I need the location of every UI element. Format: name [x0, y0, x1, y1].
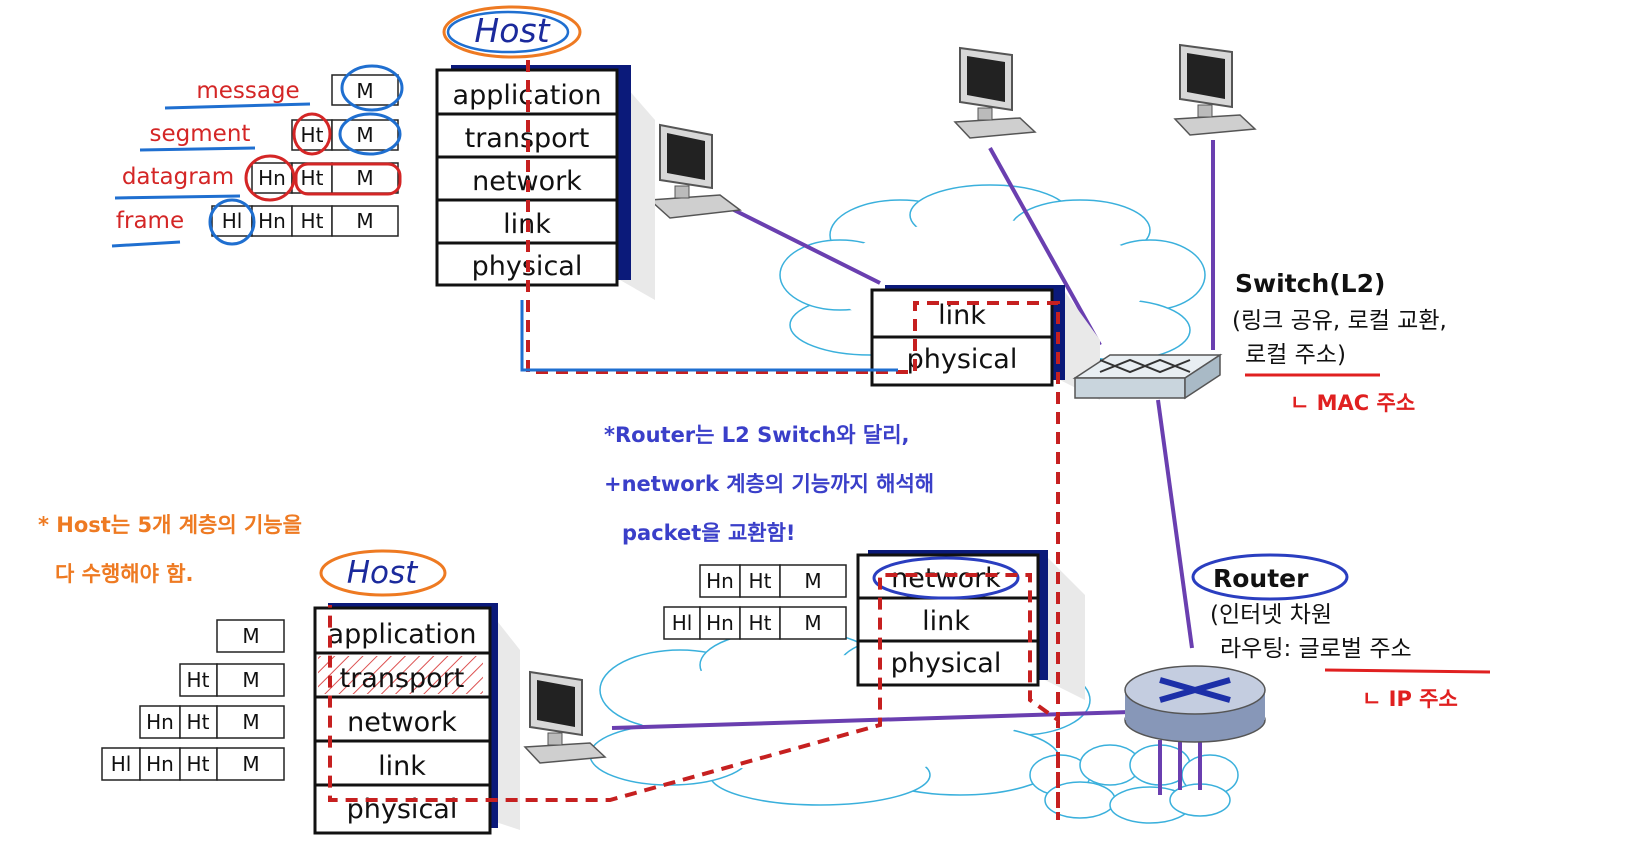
svg-text:M: M [242, 752, 259, 776]
computer-icon-top-right [1173, 43, 1257, 136]
svg-text:Ht: Ht [187, 668, 210, 692]
svg-text:Ht: Ht [301, 123, 324, 147]
blue-annotation-path [520, 300, 898, 372]
bottom-host-title-text: Host [347, 555, 419, 591]
bottom-host-title: Host [319, 549, 447, 597]
switch-layer-link: link [938, 300, 986, 331]
bottom-host-layer-transport: transport [340, 663, 465, 694]
svg-text:M: M [804, 569, 821, 593]
cloud-router-bottom [1029, 744, 1239, 824]
host-note-line2: 다 수행해야 함. [55, 562, 194, 586]
svg-text:M: M [356, 166, 373, 190]
top-host-title-text: Host [474, 11, 550, 50]
router-desc-line1: (인터넷 차원 [1210, 602, 1332, 628]
switch-desc-line2: 로컬 주소) [1245, 342, 1346, 368]
router-stack: network link physical [856, 550, 1085, 700]
computer-icon-top-left [648, 123, 742, 219]
svg-text:M: M [804, 611, 821, 635]
svg-text:Hn: Hn [146, 710, 174, 734]
bottom-host-layer-network: network [347, 707, 457, 738]
router-headers: Hn Ht M Hl Hn Ht M [663, 564, 847, 640]
svg-text:Hl: Hl [222, 209, 243, 233]
pdu-headers: message segment datagram frame M Ht M Hn… [111, 64, 404, 248]
svg-text:Hn: Hn [706, 611, 734, 635]
svg-text:Hn: Hn [258, 166, 286, 190]
pdu-label-datagram: datagram [122, 164, 234, 190]
svg-text:Hl: Hl [672, 611, 693, 635]
bottom-host-layer-physical: physical [347, 794, 458, 825]
svg-text:Ht: Ht [749, 611, 772, 635]
svg-text:Ht: Ht [187, 710, 210, 734]
svg-text:Hn: Hn [706, 569, 734, 593]
svg-text:M: M [356, 123, 373, 147]
router-layer-network: network [891, 563, 1001, 594]
router-layer-link: link [922, 606, 970, 637]
switch-layer-physical: physical [907, 344, 1018, 375]
bottom-headers: M Ht M Hn Ht M Hl Hn Ht M [101, 619, 285, 781]
router-layer-physical: physical [891, 648, 1002, 679]
switch-labels: Switch(L2) (링크 공유, 로컬 교환, 로컬 주소) ㄴ MAC 주… [1232, 269, 1447, 415]
svg-text:Ht: Ht [301, 209, 324, 233]
switch-desc-line1: (링크 공유, 로컬 교환, [1232, 308, 1447, 334]
svg-text:Ht: Ht [749, 569, 772, 593]
svg-text:M: M [356, 79, 373, 103]
switch-mac-note: ㄴ MAC 주소 [1290, 391, 1415, 415]
router-note-line1: *Router는 L2 Switch와 달리, [604, 423, 910, 447]
svg-text:Hl: Hl [111, 752, 132, 776]
svg-text:Hn: Hn [146, 752, 174, 776]
switch-stack: link physical [870, 285, 1100, 400]
svg-text:M: M [356, 209, 373, 233]
router-note: *Router는 L2 Switch와 달리, +network 계층의 기능까… [604, 423, 934, 545]
router-device-icon [1124, 665, 1266, 743]
svg-text:Hn: Hn [258, 209, 286, 233]
bottom-host-layer-application: application [328, 619, 477, 650]
svg-text:M: M [242, 710, 259, 734]
router-title: Router [1213, 564, 1309, 593]
top-host-title-circle [442, 5, 582, 59]
bottom-host-layer-link: link [378, 751, 426, 782]
pdu-label-frame: frame [116, 208, 184, 234]
switch-device-icon [1072, 353, 1223, 400]
top-host-title: Host [442, 5, 582, 59]
router-note-line2: +network 계층의 기능까지 해석해 [604, 472, 934, 496]
svg-text:Ht: Ht [187, 752, 210, 776]
svg-text:M: M [242, 668, 259, 692]
host-note-line1: * Host는 5개 계층의 기능을 [38, 513, 302, 537]
router-ip-note: ㄴ IP 주소 [1362, 687, 1458, 711]
svg-text:Ht: Ht [301, 166, 324, 190]
network-links [611, 140, 1215, 795]
router-desc-line2: 라우팅: 글로벌 주소 [1220, 636, 1412, 662]
computer-icon-bottom [523, 670, 607, 764]
top-host-stack: application transport network link physi… [435, 65, 655, 300]
pdu-label-message: message [196, 78, 299, 104]
router-labels: Router (인터넷 차원 라우팅: 글로벌 주소 ㄴ IP 주소 [1191, 553, 1491, 711]
switch-title: Switch(L2) [1235, 269, 1385, 298]
packet-path-dashed [328, 60, 1060, 820]
computer-icon-top-middle [953, 46, 1037, 139]
bottom-host-stack: application transport network link physi… [313, 603, 520, 835]
pdu-label-segment: segment [150, 121, 251, 147]
host-note: * Host는 5개 계층의 기능을 다 수행해야 함. [38, 513, 302, 586]
svg-text:M: M [242, 624, 259, 648]
router-note-line3: packet을 교환함! [622, 521, 796, 545]
